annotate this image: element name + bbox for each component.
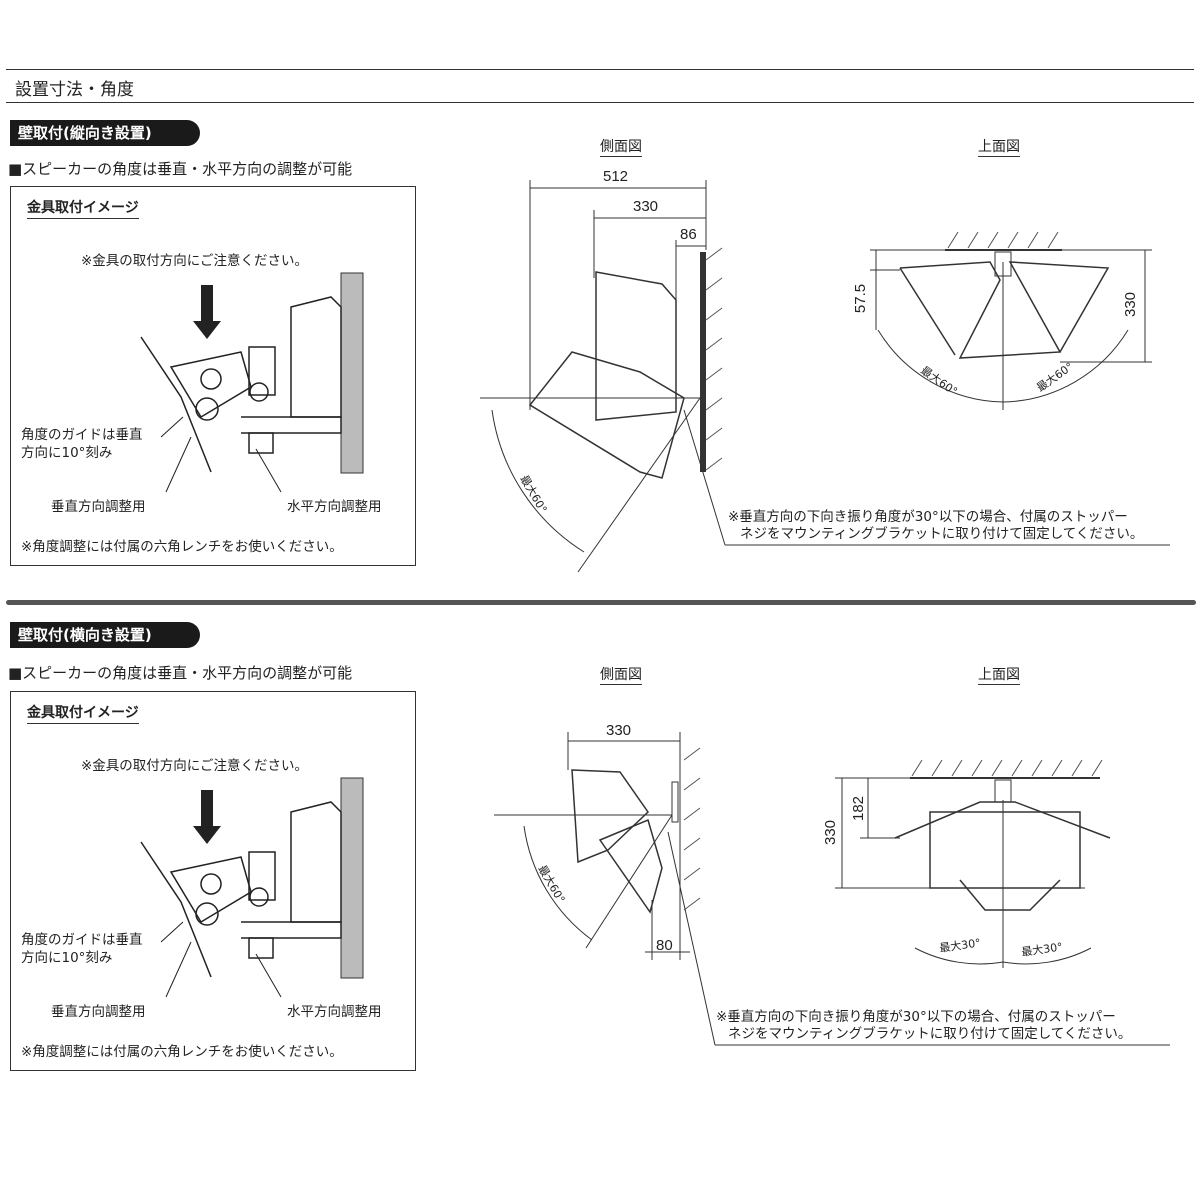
stopper-note-line2: ネジをマウンティングブラケットに取り付けて固定してください。 <box>728 1026 1132 1042</box>
caution-text: ※金具の取付方向にご注意ください。 <box>81 253 309 269</box>
bracket-image-box: 金具取付イメージ ※金具の取付方向にご注意ください。 角度のガイドは垂直 方向に… <box>10 186 416 566</box>
wrench-note: ※角度調整には付属の六角レンチをお使いください。 <box>21 539 343 555</box>
top-view-label: 上面図 <box>978 664 1020 685</box>
dim-330: 330 <box>606 722 632 739</box>
stopper-note-line1: ※垂直方向の下向き振り角度が30°以下の場合、付属のストッパー <box>728 509 1128 525</box>
stopper-note-line1: ※垂直方向の下向き振り角度が30°以下の場合、付属のストッパー <box>716 1009 1116 1025</box>
horizontal-adjust-label: 水平方向調整用 <box>287 1004 382 1020</box>
dim-top-330: 330 <box>822 819 840 846</box>
page-title: 設置寸法・角度 <box>15 80 134 100</box>
adjust-note: ■スピーカーの角度は垂直・水平方向の調整が可能 <box>8 664 353 682</box>
section-heading-horizontal: 壁取付(横向き設置) <box>10 622 200 648</box>
bracket-illustration <box>140 272 364 493</box>
stopper-note-line2: ネジをマウンティングブラケットに取り付けて固定してください。 <box>740 526 1144 542</box>
vertical-adjust-label: 垂直方向調整用 <box>51 499 146 515</box>
caution-text: ※金具の取付方向にご注意ください。 <box>81 758 309 774</box>
vertical-adjust-label: 垂直方向調整用 <box>51 1004 146 1020</box>
section-heading-vertical: 壁取付(縦向き設置) <box>10 120 200 146</box>
top-rule <box>6 69 1194 70</box>
side-view-label: 側面図 <box>600 136 642 157</box>
guide-text-line1: 角度のガイドは垂直 <box>21 932 143 948</box>
title-rule <box>6 102 1194 103</box>
section-separator <box>6 600 1196 605</box>
guide-text-line1: 角度のガイドは垂直 <box>21 427 143 443</box>
wrench-note: ※角度調整には付属の六角レンチをお使いください。 <box>21 1044 343 1060</box>
adjust-note: ■スピーカーの角度は垂直・水平方向の調整が可能 <box>8 160 353 178</box>
dim-182: 182 <box>850 795 868 822</box>
top-view-label: 上面図 <box>978 136 1020 157</box>
top-angle-left: 最大30° <box>938 935 981 955</box>
side-top-drawings-1: 最大60° 最大60° 最大60° <box>480 180 1170 573</box>
dim-80: 80 <box>656 937 673 954</box>
side-view-label: 側面図 <box>600 664 642 685</box>
box-title: 金具取付イメージ <box>27 702 139 724</box>
guide-text-line2: 方向に10°刻み <box>21 445 113 461</box>
box-title: 金具取付イメージ <box>27 197 139 219</box>
horizontal-adjust-label: 水平方向調整用 <box>287 499 382 515</box>
dim-86: 86 <box>680 226 697 243</box>
dim-330: 330 <box>633 198 659 215</box>
bracket-illustration <box>140 777 364 998</box>
top-angle-right: 最大30° <box>1020 939 1063 959</box>
guide-text-line2: 方向に10°刻み <box>21 950 113 966</box>
bracket-image-box: 金具取付イメージ ※金具の取付方向にご注意ください。 角度のガイドは垂直 方向に… <box>10 691 416 1071</box>
dim-512: 512 <box>603 168 629 185</box>
